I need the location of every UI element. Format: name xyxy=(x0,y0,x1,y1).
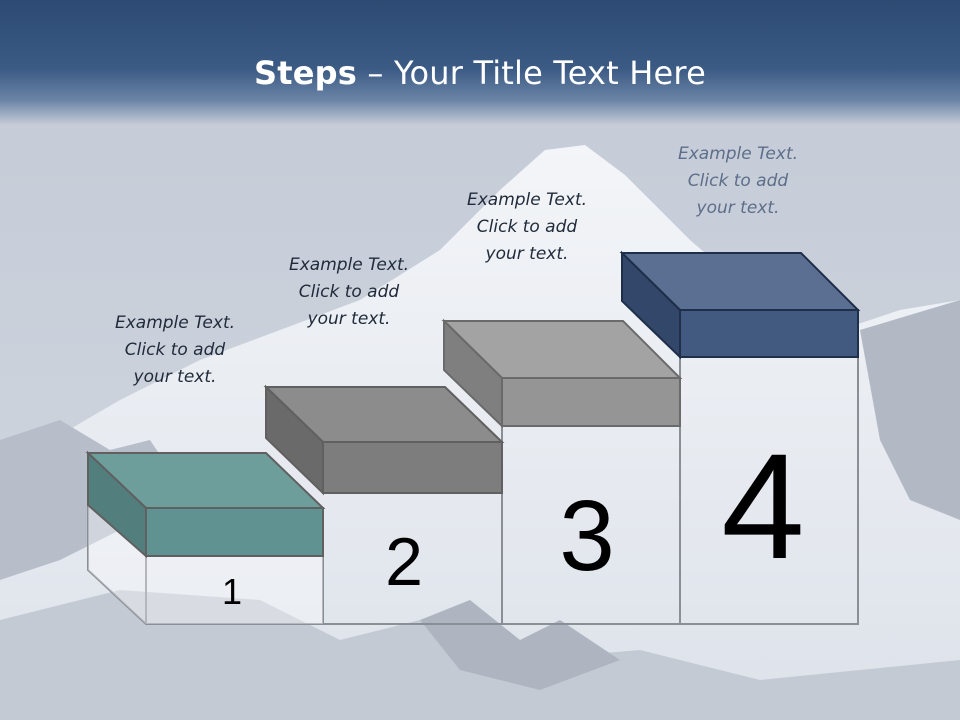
step-3-front xyxy=(501,377,681,427)
caption-line: Click to add xyxy=(687,171,789,191)
title-bar xyxy=(0,0,960,125)
step-4-block[interactable] xyxy=(619,250,861,360)
caption-line: Example Text. xyxy=(466,190,588,210)
caption-line: your text. xyxy=(485,244,569,264)
caption-line: Click to add xyxy=(476,217,578,237)
step-3-block[interactable] xyxy=(441,318,683,429)
caption-line: Click to add xyxy=(124,340,226,360)
step-4-caption[interactable]: Example Text. Click to add your text. xyxy=(638,141,838,222)
step-1-block[interactable] xyxy=(85,450,326,559)
step-4-front xyxy=(679,309,859,358)
step-2-number: 2 xyxy=(385,524,423,600)
title-bold: Steps xyxy=(254,54,358,92)
caption-line: Example Text. xyxy=(288,255,410,275)
caption-line: your text. xyxy=(133,367,217,387)
step-1-number: 1 xyxy=(222,571,242,612)
caption-line: your text. xyxy=(696,198,780,218)
title-rest: – Your Title Text Here xyxy=(357,54,706,92)
step-1-caption[interactable]: Example Text. Click to add your text. xyxy=(75,310,275,391)
step-3-number: 3 xyxy=(559,480,615,592)
step-1-front xyxy=(145,507,324,557)
caption-line: Example Text. xyxy=(114,313,236,333)
step-3-caption[interactable]: Example Text. Click to add your text. xyxy=(427,187,627,268)
step-2-caption[interactable]: Example Text. Click to add your text. xyxy=(249,252,449,333)
caption-line: your text. xyxy=(307,309,391,329)
caption-line: Click to add xyxy=(298,282,400,302)
slide-title[interactable]: Steps – Your Title Text Here xyxy=(0,54,960,92)
step-2-block[interactable] xyxy=(263,384,505,496)
staircase-faces xyxy=(88,505,323,624)
step-4-number: 4 xyxy=(721,422,804,590)
step-2-front xyxy=(322,441,503,494)
caption-line: Example Text. xyxy=(677,144,799,164)
